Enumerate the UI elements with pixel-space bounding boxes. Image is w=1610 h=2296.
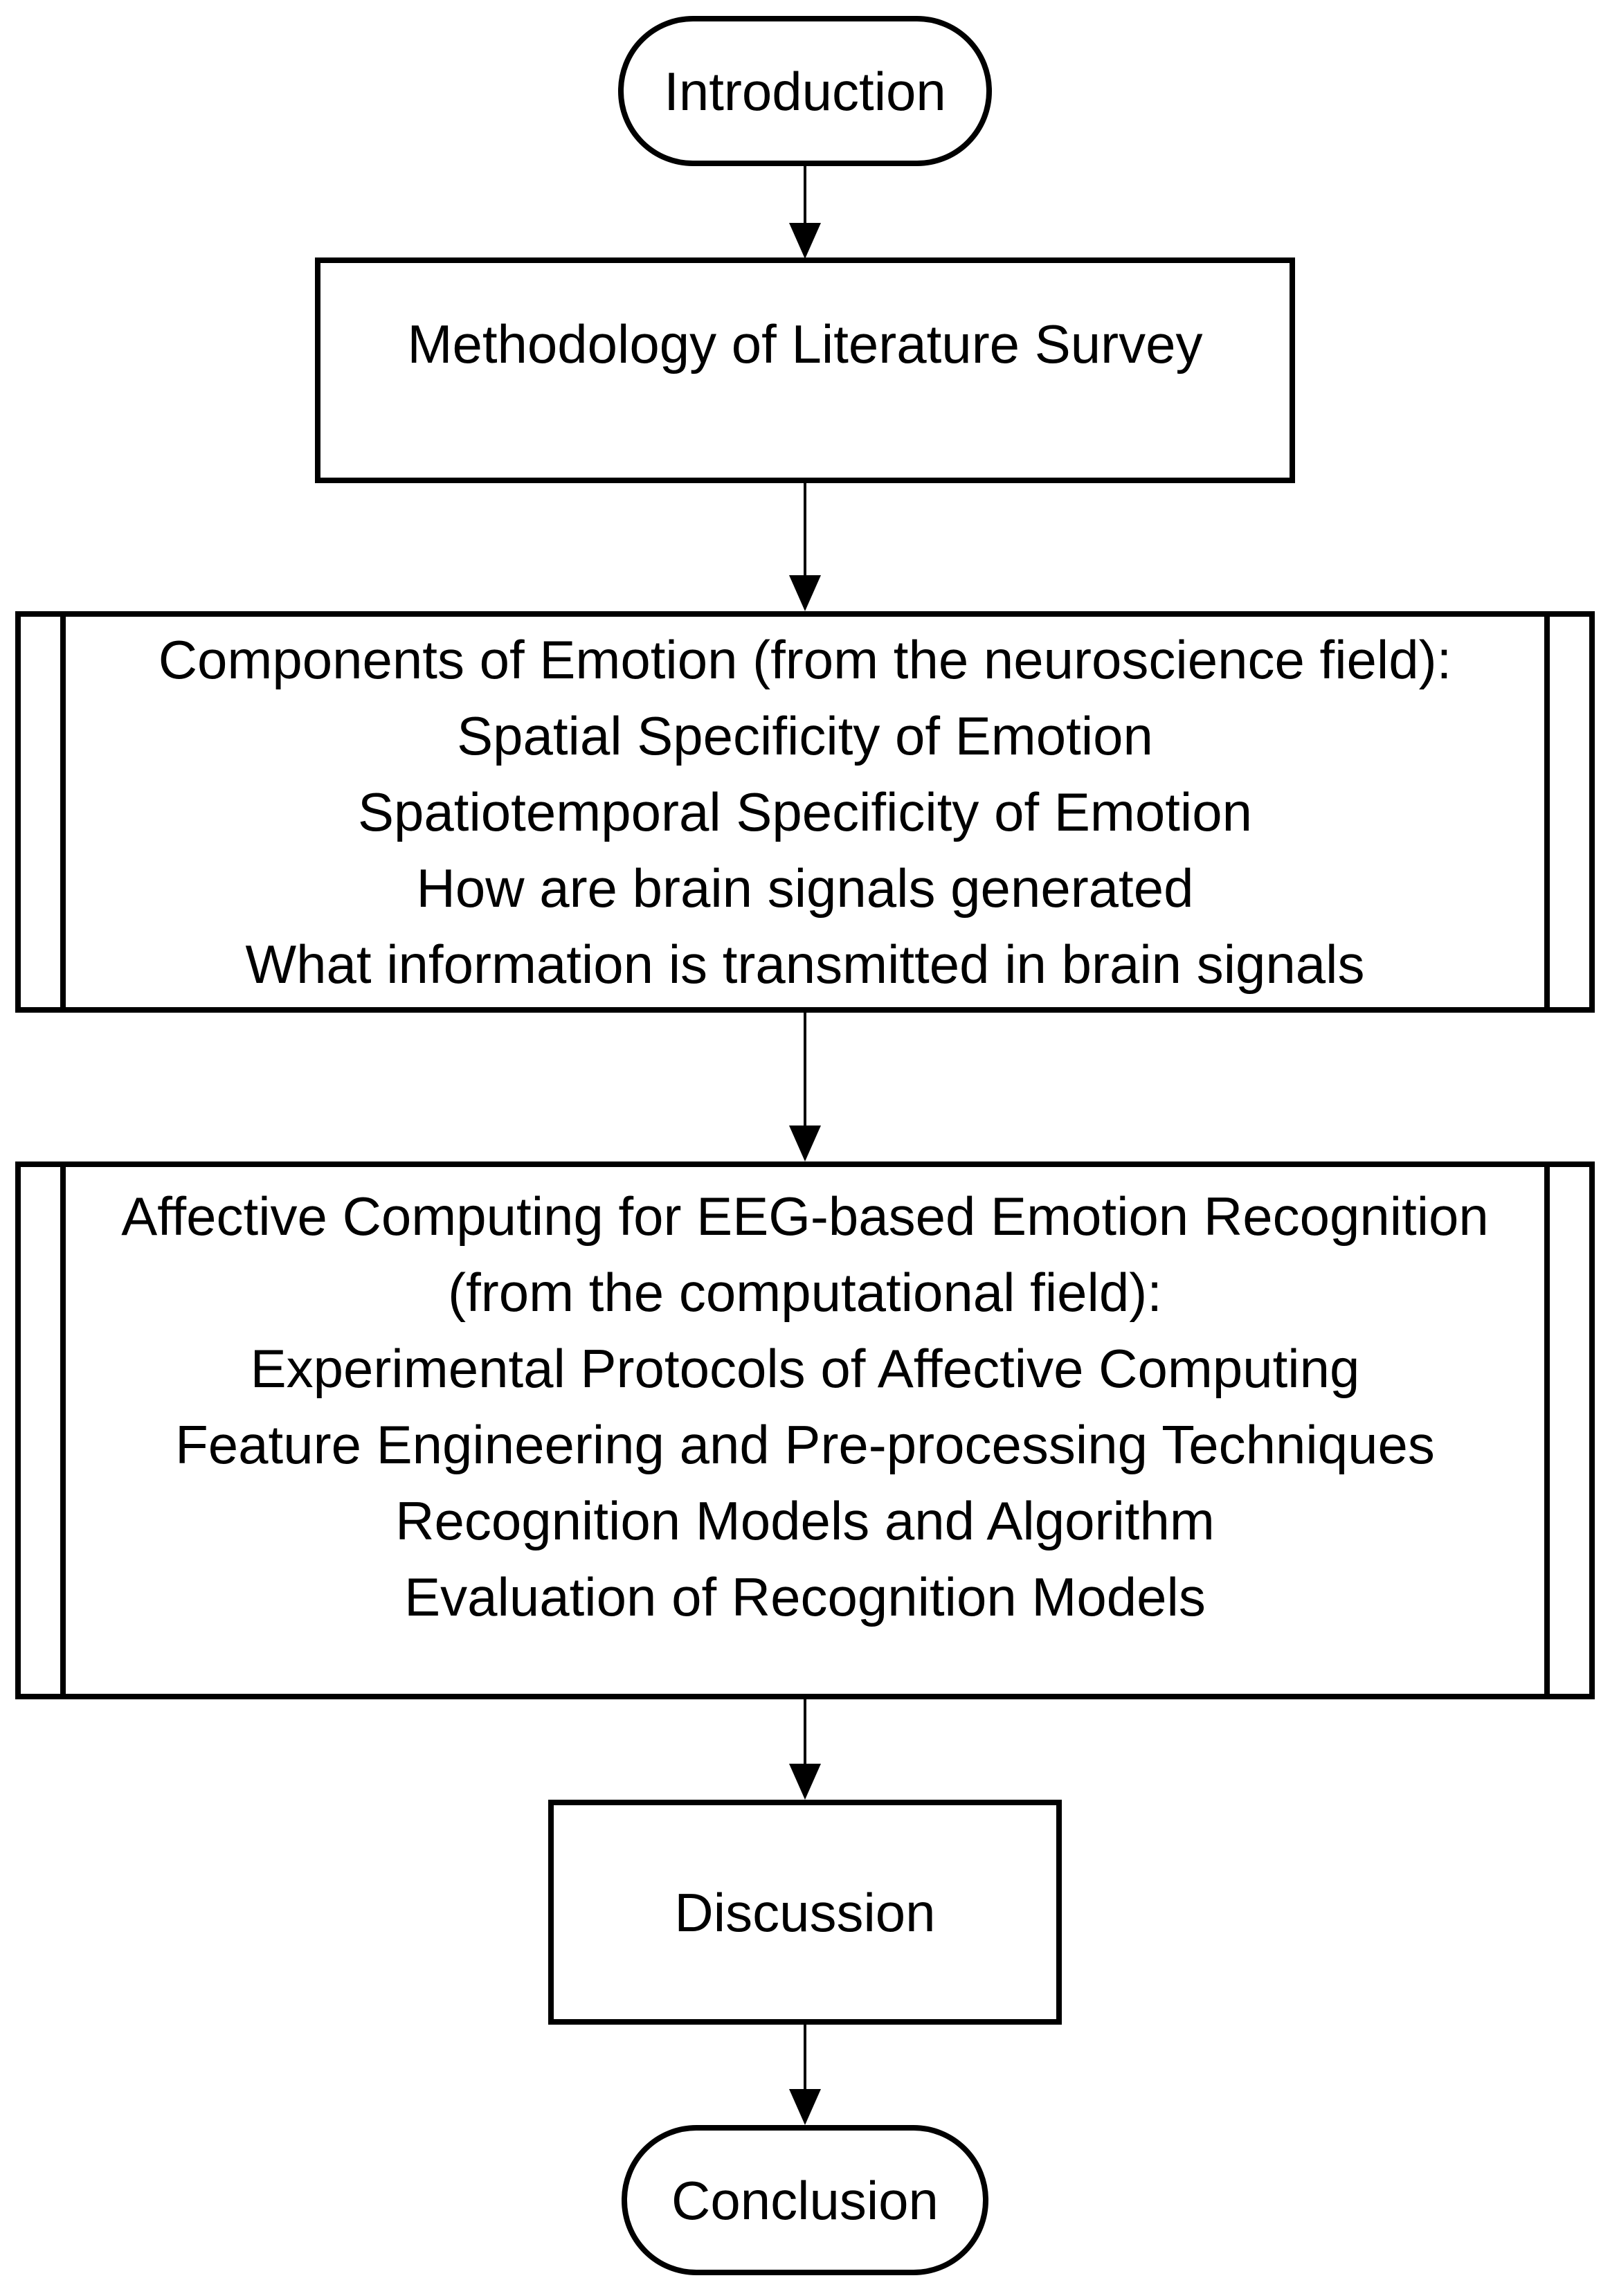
node-introduction-label: Introduction (664, 60, 946, 122)
node-affective-line: (from the computational field): (448, 1262, 1162, 1323)
edge-affective-discussion-arrowhead-icon (789, 1764, 821, 1800)
node-components-of-emotion: Components of Emotion (from the neurosci… (15, 611, 1595, 1013)
double-border-right-bar (1544, 617, 1550, 1007)
double-border-right-bar (1544, 1167, 1550, 1694)
node-introduction: Introduction (618, 16, 992, 166)
node-conclusion: Conclusion (622, 2125, 988, 2275)
node-components-line: Spatial Specificity of Emotion (457, 705, 1153, 766)
edge-affective-discussion-line (804, 1699, 806, 1765)
edge-components-affective-arrowhead-icon (789, 1126, 821, 1161)
double-border-left-bar (60, 617, 66, 1007)
node-components-line: Components of Emotion (from the neurosci… (158, 629, 1452, 690)
edge-discussion-conclusion-line (804, 2025, 806, 2090)
edge-intro-methodology-line (804, 166, 806, 224)
node-affective-line: Feature Engineering and Pre-processing T… (175, 1414, 1435, 1475)
edge-discussion-conclusion-arrowhead-icon (789, 2089, 821, 2125)
edge-methodology-components-line (804, 483, 806, 577)
double-border-left-bar (60, 1167, 66, 1694)
node-methodology-label: Methodology of Literature Survey (407, 314, 1203, 374)
node-methodology: Methodology of Literature Survey (315, 257, 1295, 483)
node-components-line: What information is transmitted in brain… (245, 934, 1365, 995)
edge-components-affective-line (804, 1013, 806, 1127)
node-affective-line: Recognition Models and Algorithm (395, 1490, 1215, 1551)
node-components-line: How are brain signals generated (416, 858, 1194, 919)
node-components-line: Spatiotemporal Specificity of Emotion (358, 781, 1252, 842)
node-affective-line: Evaluation of Recognition Models (404, 1566, 1206, 1627)
edge-intro-methodology-arrowhead-icon (789, 223, 821, 259)
node-conclusion-label: Conclusion (671, 2169, 939, 2231)
node-discussion: Discussion (548, 1800, 1062, 2025)
node-affective-line: Affective Computing for EEG-based Emotio… (121, 1186, 1489, 1247)
edge-methodology-components-arrowhead-icon (789, 575, 821, 611)
node-affective-line: Experimental Protocols of Affective Comp… (250, 1338, 1360, 1399)
node-discussion-label: Discussion (674, 1881, 936, 1943)
node-affective-computing: Affective Computing for EEG-based Emotio… (15, 1161, 1595, 1699)
